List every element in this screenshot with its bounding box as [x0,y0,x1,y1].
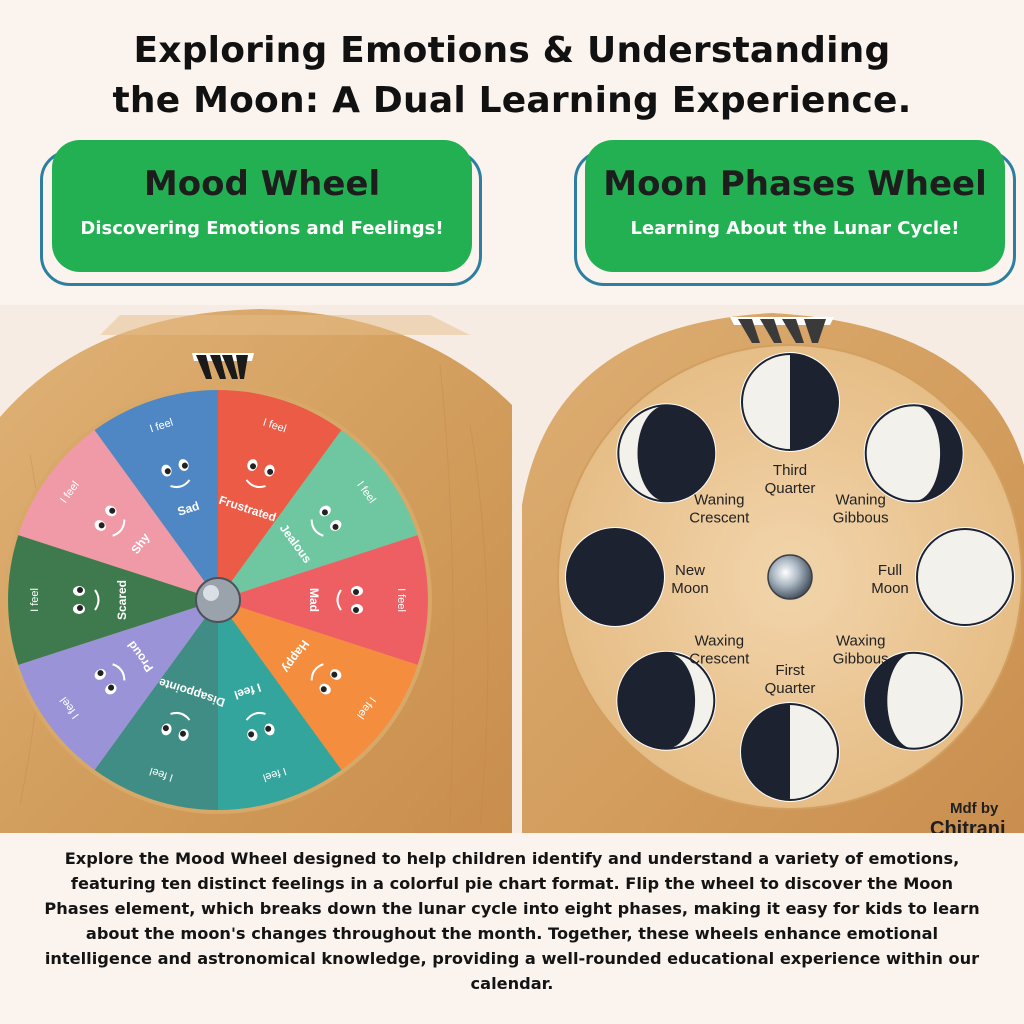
emotion-segment [218,535,428,665]
emotion-label: Scared [115,580,129,620]
mood-wheel-heading: Mood Wheel [143,164,381,204]
emotion-prefix: I feel [29,588,41,612]
moon-phase-label-line-2: Crescent [689,651,750,668]
face-icon [245,711,275,741]
moon-phase-label-line-1: Third [773,462,807,479]
face-icon [94,663,126,695]
moon-phase-label-line-1: Full [878,562,902,579]
emotion-segment [218,390,342,600]
moon-phases-badge: Moon Phases Wheel Learning About the Lun… [585,140,1005,272]
moon-phase-icon [616,403,717,504]
moon-phase-label-line-2: Gibbous [833,509,889,526]
moon-phases-heading: Moon Phases Wheel [603,164,987,204]
emotion-segment [94,600,218,810]
emotion-label: Mad [307,588,321,612]
moon-phase-label-line-1: New [675,562,705,579]
moon-phases-subheading: Learning About the Lunar Cycle! [630,218,960,239]
emotion-prefix: I feel [395,588,407,612]
emotion-segment [218,600,418,770]
center-pin [195,577,241,623]
title-line-2: the Moon: A Dual Learning Experience. [112,80,912,121]
face-icon [336,586,363,614]
moon-phase-icon [863,650,964,751]
moon-phase-label-line-2: Gibbous [833,651,889,668]
center-pin [767,554,813,600]
emotion-segment [8,535,218,665]
face-icon [161,711,191,741]
moon-phase-label-line-2: Moon [871,580,909,597]
face-icon [310,663,342,695]
brand-logo-top [730,317,834,343]
face-icon [161,459,191,489]
brand-logo [192,353,254,379]
center-pin-highlight [203,585,219,601]
mood-wheel-badge: Mood Wheel Discovering Emotions and Feel… [52,140,472,272]
moon-phase-label-line-2: Crescent [689,509,750,526]
emotion-label: Sad [176,499,201,519]
moon-phase-label-line-1: Waning [836,491,886,508]
moon-phase-icon [863,403,964,504]
moon-phase-label-line-1: Waning [694,491,744,508]
page-title: Exploring Emotions & Understanding the M… [0,26,1024,126]
title-line-1: Exploring Emotions & Understanding [133,30,891,71]
emotion-segment [18,430,218,600]
moon-phase-icon [915,527,1015,627]
moon-phase-label-line-2: Quarter [765,480,816,497]
emotion-segment [94,390,218,600]
maker-line-2: Chitrani [930,818,1006,833]
moon-phase-icon [740,702,840,802]
moon-phase-label-line-1: First [775,662,805,679]
face-icon [73,586,100,614]
moon-phases-disc[interactable]: ThirdQuarterWaningGibbousFullMoonWaxingG… [565,352,1015,802]
emotion-segment [18,600,218,770]
emotion-segment [218,600,342,810]
mood-wheel-subheading: Discovering Emotions and Feelings! [80,218,444,239]
face-icon [310,505,342,537]
moon-phase-icon [616,650,717,751]
moon-phase-icon [740,352,840,452]
description-paragraph: Explore the Mood Wheel designed to help … [44,849,980,993]
face-icon [94,505,126,537]
maker-line-1: Mdf by [950,800,999,817]
moon-phase-label-line-1: Waxing [836,633,885,650]
face-icon [245,459,275,489]
moon-phase-label-line-1: Waxing [695,633,744,650]
moon-phase-icon [565,527,665,627]
emotion-segment [218,430,418,600]
moon-phase-label-line-2: Moon [671,580,709,597]
moon-phase-label-line-2: Quarter [765,680,816,697]
